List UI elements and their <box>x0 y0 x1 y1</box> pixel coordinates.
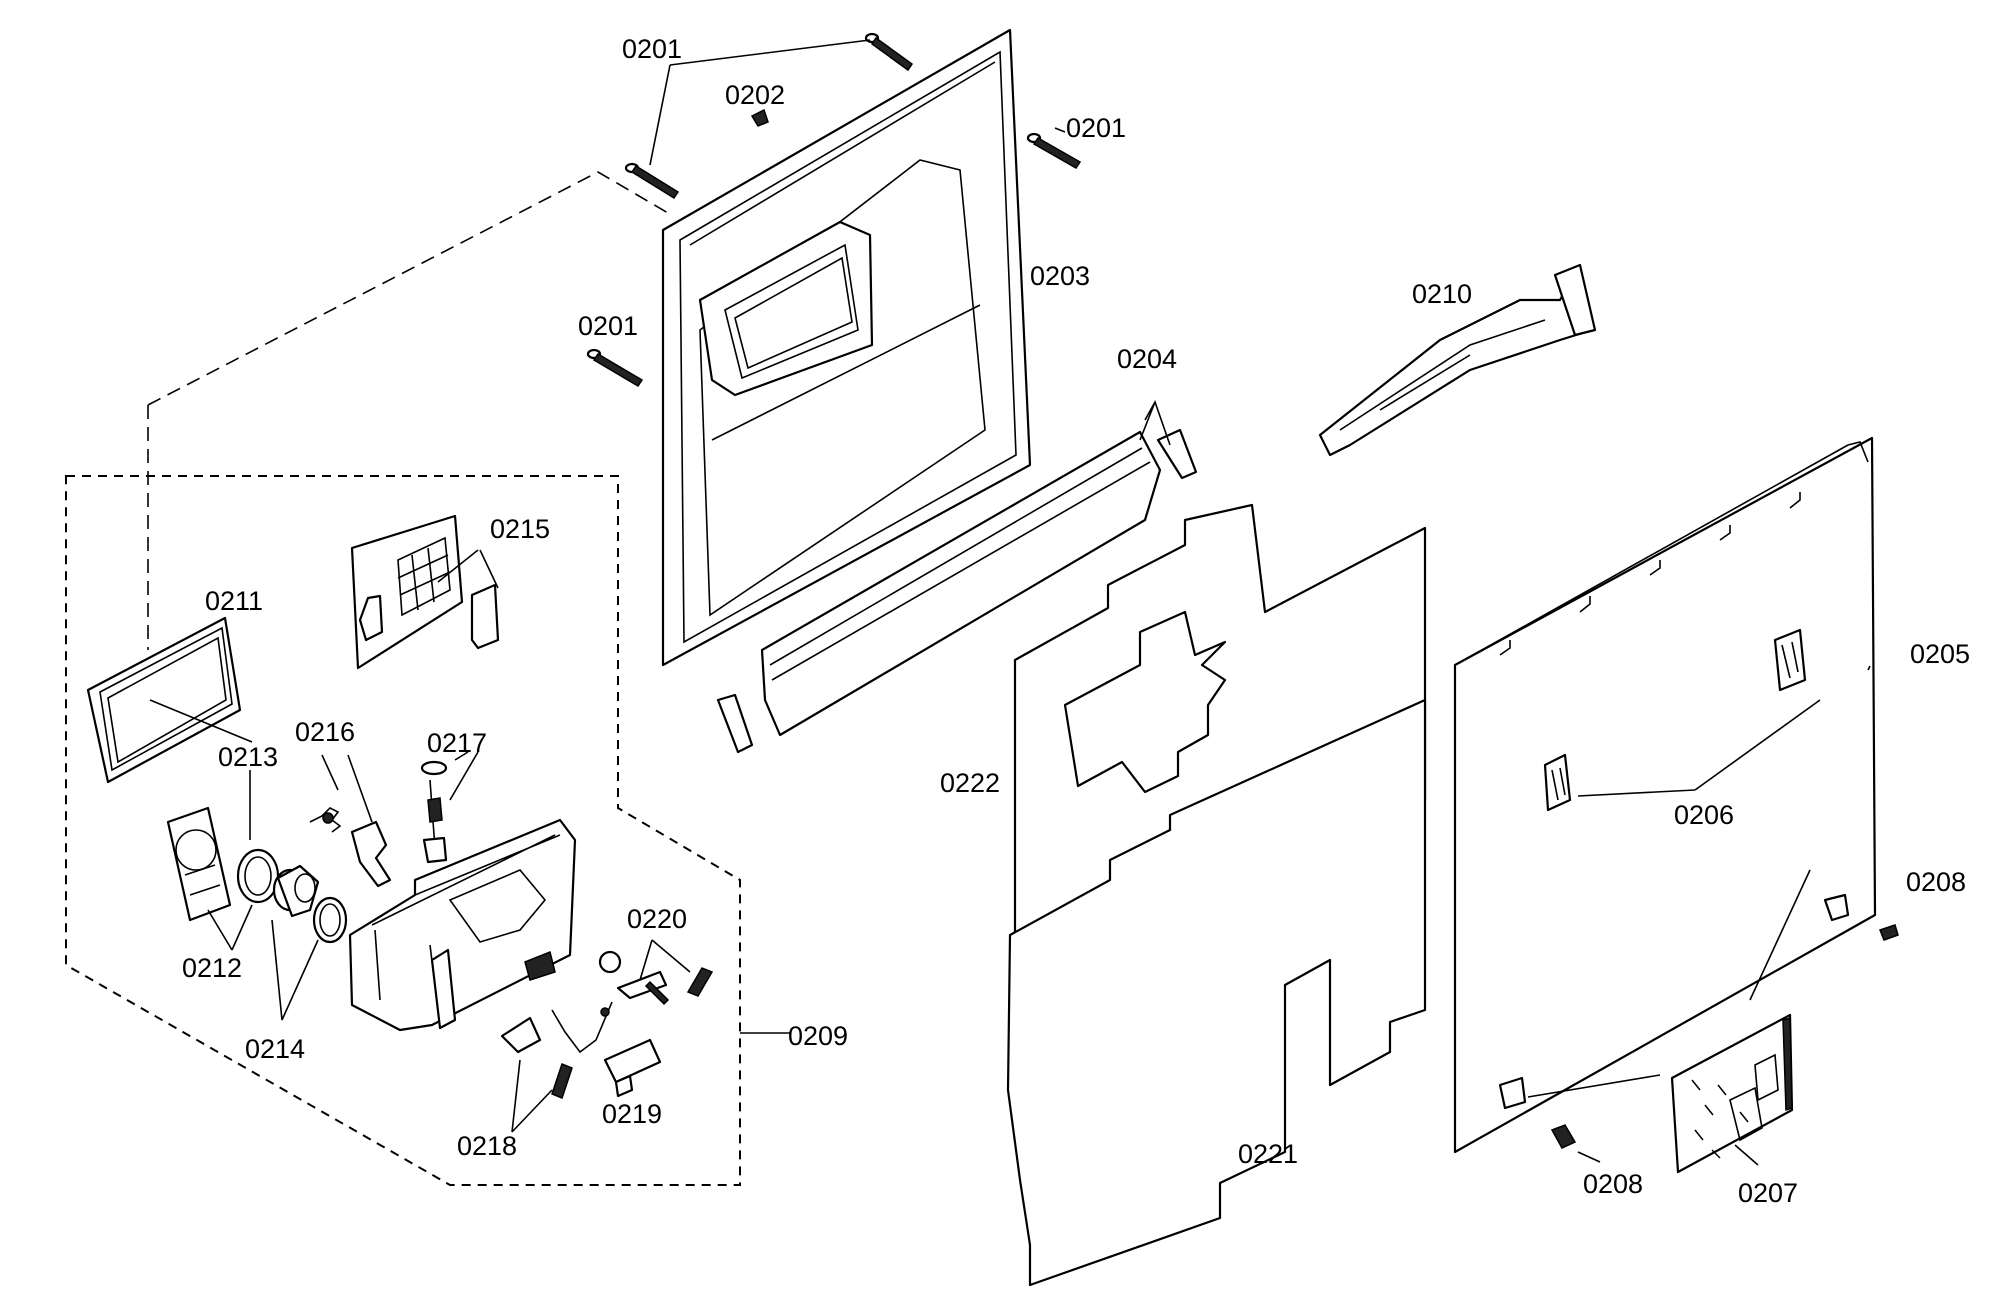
label-0207: 0207 <box>1738 1178 1798 1208</box>
label-0212: 0212 <box>182 953 242 983</box>
hinge-bracket <box>1318 263 1597 457</box>
alignment-guide <box>147 171 669 650</box>
screw-top <box>864 32 914 72</box>
outer-door-panel <box>1453 436 1877 1154</box>
label-0219: 0219 <box>602 1099 662 1129</box>
screw-0208-right <box>1879 924 1899 941</box>
release-lever <box>350 820 392 888</box>
screw-right <box>1026 132 1082 169</box>
screw-left-upper <box>624 162 680 200</box>
seal-ring <box>236 848 280 904</box>
label-0209: 0209 <box>788 1021 848 1051</box>
cap-seal <box>312 896 348 944</box>
dispenser-lid <box>166 806 232 922</box>
door-seal-strip <box>716 428 1198 754</box>
wire-link <box>551 1001 613 1054</box>
screw-small <box>750 108 769 127</box>
label-0201-right: 0201 <box>1066 113 1126 143</box>
dispenser-frame <box>86 616 242 784</box>
label-0216: 0216 <box>295 717 355 747</box>
screw-left-lower <box>586 348 644 388</box>
float-ball <box>598 950 622 974</box>
rinse-cap <box>272 864 320 918</box>
insulation-lower <box>1006 698 1427 1287</box>
label-0201-left: 0201 <box>578 311 638 341</box>
label-0204: 0204 <box>1117 344 1177 374</box>
micro-switch <box>603 1038 662 1098</box>
label-0222: 0222 <box>940 768 1000 798</box>
compression-spring-lower <box>551 1063 573 1099</box>
label-0215: 0215 <box>490 514 550 544</box>
label-0203: 0203 <box>1030 261 1090 291</box>
label-0213: 0213 <box>218 742 278 772</box>
label-0214: 0214 <box>245 1034 305 1064</box>
label-0211: 0211 <box>205 586 263 616</box>
label-0210: 0210 <box>1412 279 1472 309</box>
label-0202: 0202 <box>725 80 785 110</box>
inner-door-panel <box>661 28 1032 667</box>
leader-lines <box>149 39 1871 1166</box>
dispenser-group-outline <box>65 475 741 1186</box>
rinse-filter <box>350 514 500 670</box>
plunger-rod <box>420 760 448 864</box>
spring-clip <box>309 807 342 833</box>
part-labels: 0201 0202 0201 0203 0201 0210 0204 0205 … <box>182 34 1970 1208</box>
label-0201-top: 0201 <box>622 34 682 64</box>
actuator-arm <box>616 970 670 1006</box>
hardware-bag <box>1670 1013 1794 1174</box>
dispenser-housing <box>348 818 577 1032</box>
label-0205: 0205 <box>1910 639 1970 669</box>
label-0218: 0218 <box>457 1131 517 1161</box>
label-0221: 0221 <box>1238 1139 1298 1169</box>
label-0206: 0206 <box>1674 800 1734 830</box>
label-0217: 0217 <box>427 728 487 758</box>
latch-pin <box>500 1016 542 1054</box>
label-0208-right: 0208 <box>1906 867 1966 897</box>
label-0220: 0220 <box>627 904 687 934</box>
label-0208-bottom: 0208 <box>1583 1169 1643 1199</box>
compression-spring-right <box>686 967 714 997</box>
screw-0208-bottom <box>1550 1124 1577 1149</box>
